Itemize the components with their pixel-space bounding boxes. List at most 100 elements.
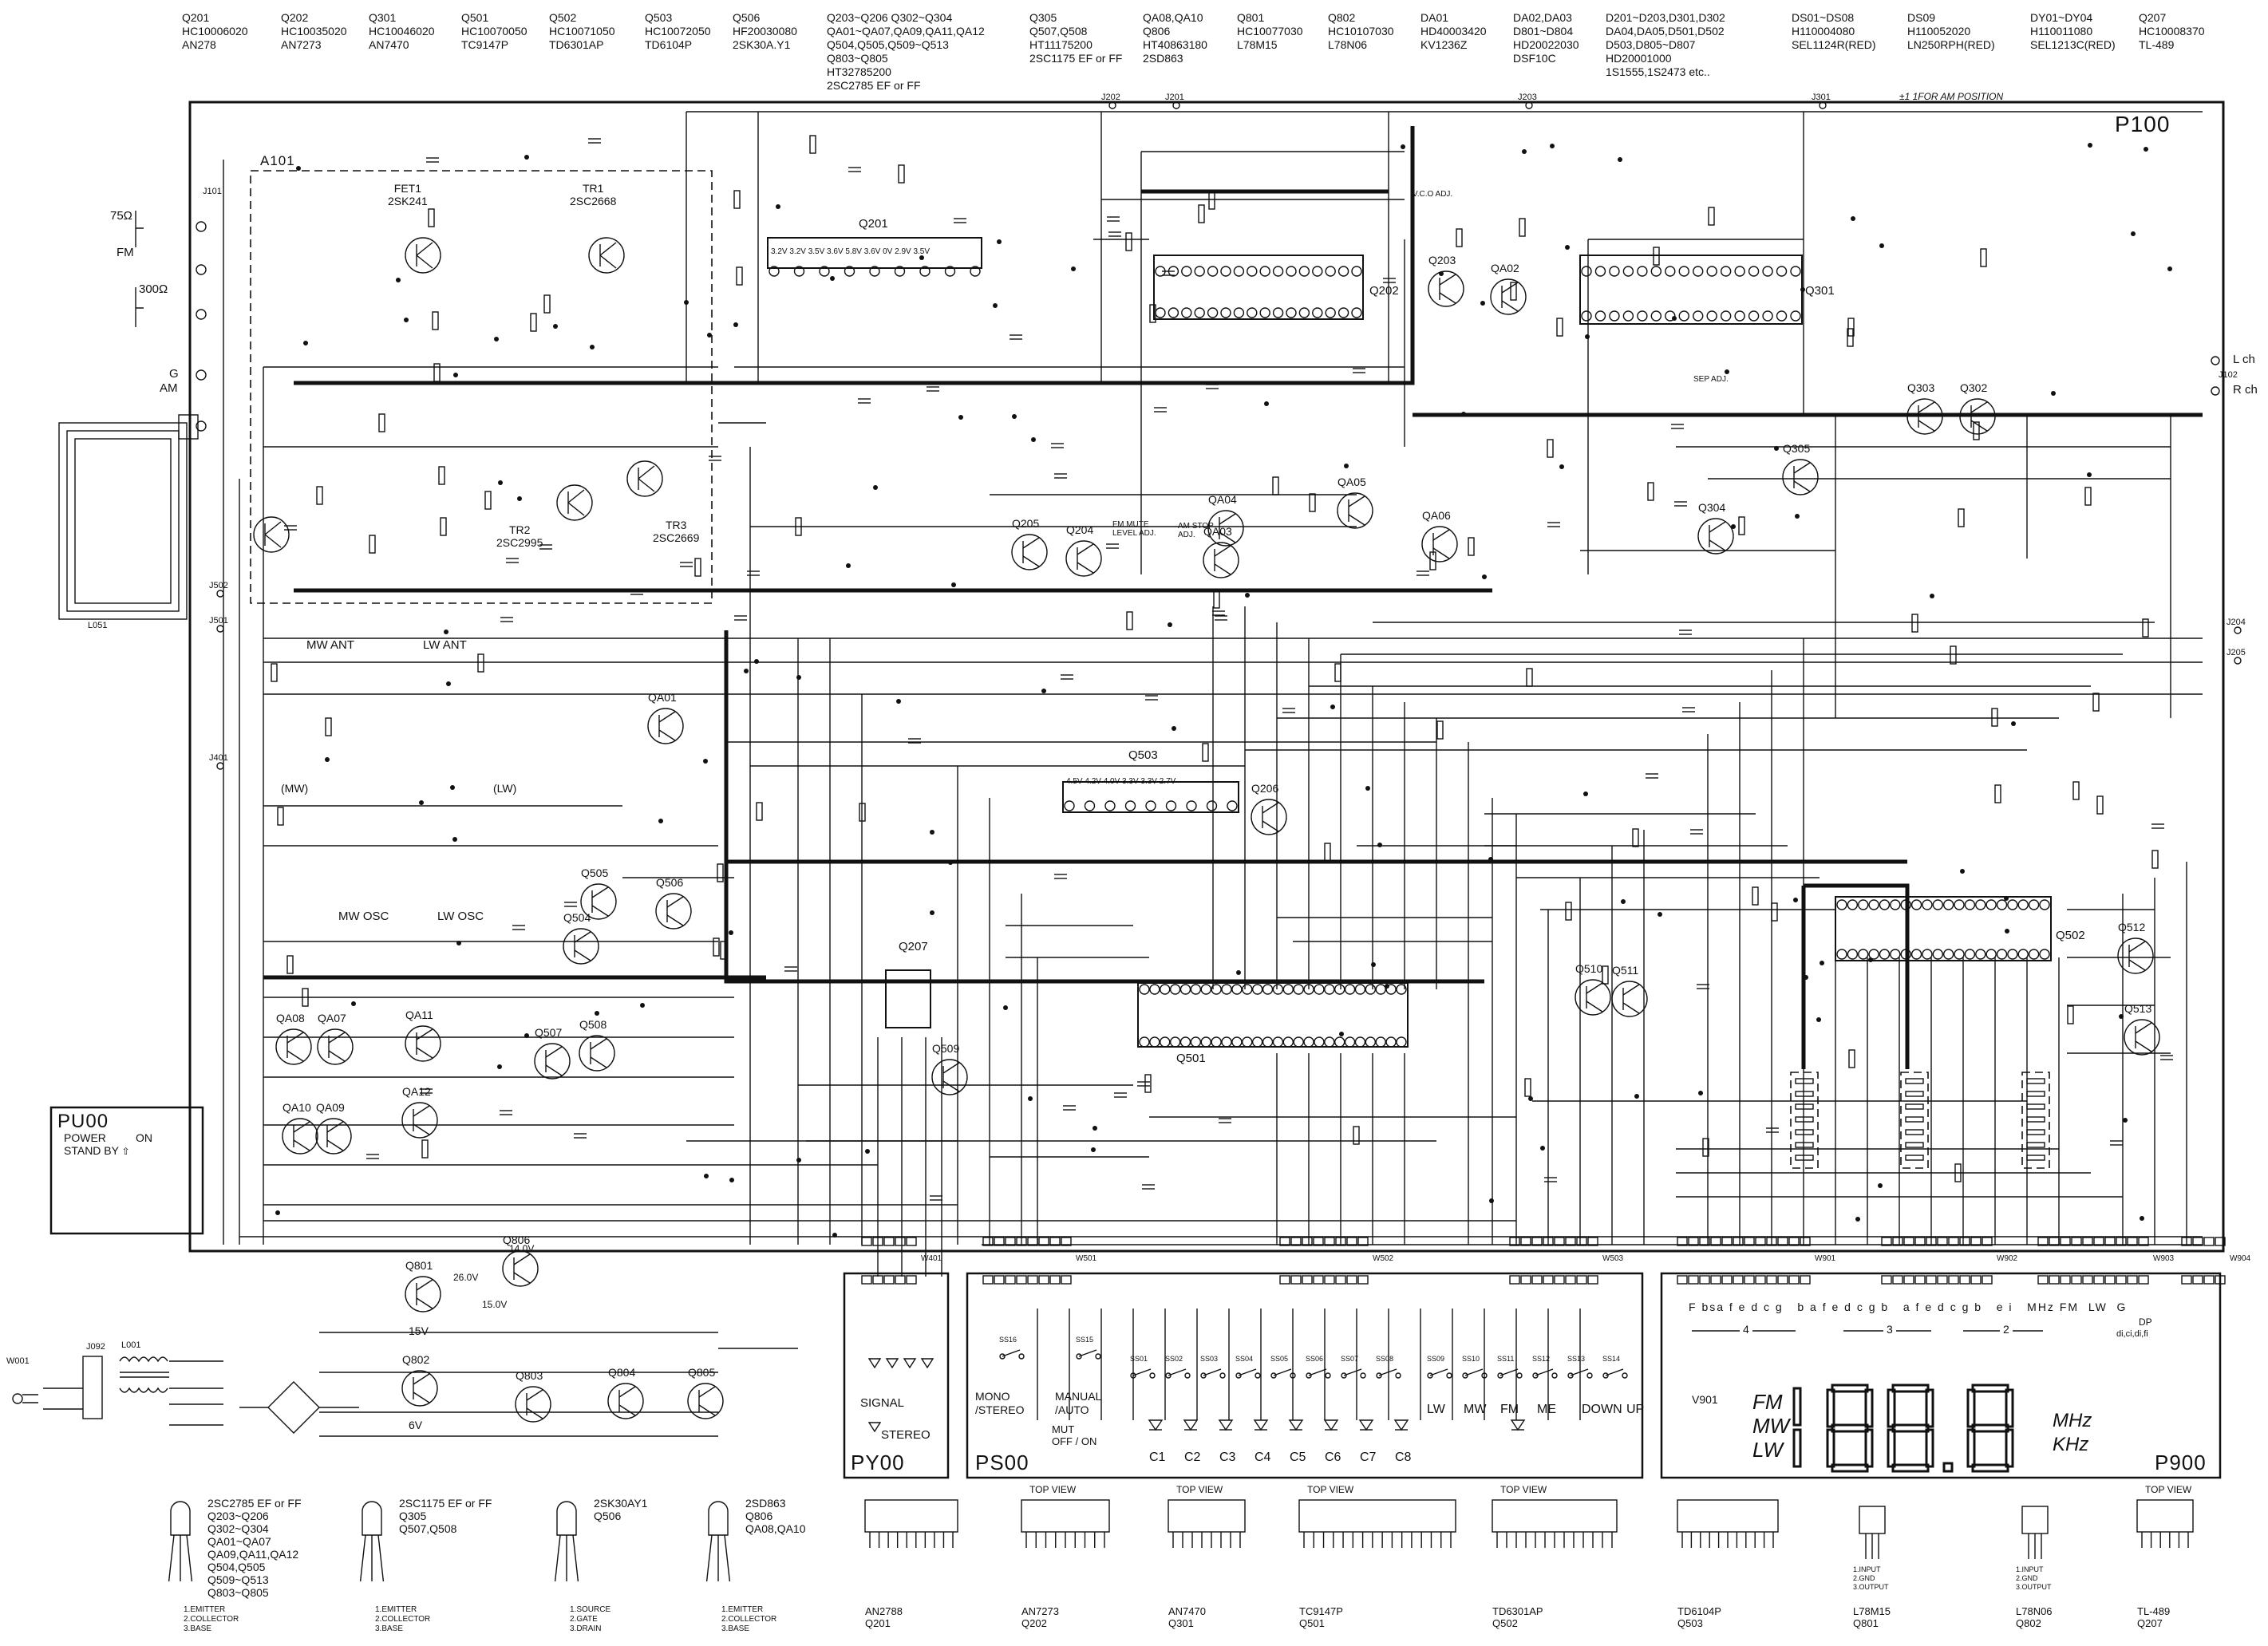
connector-W503-lower-4: [1554, 1275, 1565, 1285]
resistor-139: [1602, 965, 1609, 985]
junction-dot-22: [832, 1233, 837, 1237]
junction-dot-104: [704, 1174, 709, 1178]
junction-dot-94: [1550, 144, 1555, 148]
am-position-note: ±1 1FOR AM POSITION: [1899, 91, 2004, 102]
package-pkg4-body: [708, 1501, 729, 1536]
junction-dot-80: [2144, 147, 2148, 152]
package-pkg2-lead-2: [377, 1534, 385, 1582]
pu00-board-outline: [49, 1106, 204, 1235]
q501-top-pin-1: [1139, 984, 1150, 995]
junction-dot-117: [456, 941, 461, 945]
ic-q301-label: Q301: [1805, 284, 1835, 298]
resistor-network-0-r3: [1795, 1116, 1814, 1123]
front-end-transistor-3: [626, 460, 663, 497]
transistor-q305-emitter: [1793, 480, 1811, 492]
q502-top-pin-6: [1890, 899, 1901, 910]
q501-bottom-pin-15: [1282, 1036, 1294, 1048]
switch-ss05-contact: [1290, 1372, 1296, 1379]
connector-W901-lower-1: [1688, 1275, 1699, 1285]
connector-W901-upper-7: [1755, 1237, 1766, 1246]
transistor-q505-emitter: [591, 905, 609, 917]
connector-W902-lower-1: [1892, 1275, 1903, 1285]
resistor-76: [898, 164, 905, 184]
transistor-label-q805: Q805: [688, 1366, 716, 1379]
header-part-q301: Q301 HC10046020 AN7470: [369, 11, 435, 51]
resistor-network-1-r5: [1905, 1142, 1924, 1148]
switch-ss09-contact: [1446, 1372, 1452, 1379]
q502-top-pin-2: [1847, 899, 1859, 910]
loop-antenna: [58, 422, 188, 620]
q501-top-pin-25: [1385, 984, 1397, 995]
connector-W901-lower-3: [1710, 1275, 1721, 1285]
connector-W501-upper-0: [982, 1237, 994, 1246]
digit1-seg-a: [1831, 1384, 1869, 1393]
q502-bottom-pin-8: [1910, 949, 1922, 960]
transistor-label-qa03: QA03: [1203, 525, 1232, 538]
q503-pin-6: [1165, 800, 1177, 811]
antenna-l051: L051: [88, 621, 108, 630]
transistor-q205: [1011, 534, 1048, 570]
transistor-label-q801: Q801: [405, 1259, 433, 1272]
transistor-q203-collector: [1439, 274, 1456, 286]
connector-W501-lower-0: [982, 1275, 994, 1285]
junction-dot-60: [919, 255, 924, 260]
p900-board-outline: [1660, 1272, 2222, 1479]
front-end-transistor-4-collector: [264, 521, 282, 535]
connector-W903-lower-7: [2116, 1275, 2127, 1285]
connector-W902-upper-5: [1937, 1237, 1948, 1246]
jack-j101: J101: [203, 187, 222, 196]
resistor-68: [2092, 693, 2100, 712]
junction-dot-101: [494, 337, 499, 341]
junction-dot-114: [1245, 593, 1250, 598]
connector-W903-upper-6: [2104, 1237, 2116, 1246]
q202-top-pin-7: [1233, 266, 1245, 277]
function-label-up: UP: [1626, 1403, 1645, 1416]
jack-label-j204: J204: [2227, 618, 2246, 627]
connector-W503-lower-0: [1509, 1275, 1520, 1285]
connector-W902-lower-6: [1948, 1275, 1959, 1285]
ic-package-tl489-view: TOP VIEW: [2145, 1484, 2192, 1495]
ic-package-an7470-body: [1168, 1499, 1246, 1533]
connector-W501-upper-1: [994, 1237, 1005, 1246]
switch-ss04-contact: [1255, 1372, 1261, 1379]
connector-W502-lower-7: [1357, 1275, 1369, 1285]
q202-bottom-pin-6: [1220, 307, 1231, 318]
switch-ss15-lever: [1078, 1349, 1097, 1357]
led-ds01: [1148, 1419, 1164, 1431]
digit0-seg-c: [1792, 1428, 1802, 1468]
transistor-label-q510: Q510: [1575, 962, 1603, 975]
led-ds08: [1393, 1419, 1409, 1431]
connector-W401-lower-4: [906, 1275, 917, 1285]
switch-ss08-lever: [1378, 1368, 1397, 1376]
connector-W904-upper-1: [2192, 1237, 2203, 1246]
junction-dot-54: [1168, 622, 1172, 627]
ic-q207-label: Q207: [899, 940, 928, 953]
transistor-qa07-emitter: [328, 1050, 346, 1062]
connector-W901-upper-9: [1777, 1237, 1788, 1246]
front-end-transistor-2: [556, 484, 593, 521]
junction-dot-76: [1371, 962, 1376, 967]
switch-ss01-lever: [1132, 1368, 1152, 1376]
q301-bottom-pin-3: [1609, 310, 1620, 322]
resistor-72: [1847, 328, 1854, 347]
resistor-124: [484, 491, 492, 510]
q301-bottom-pin-4: [1622, 310, 1634, 322]
transistor-q513: [2124, 1019, 2160, 1056]
ic-package-tl489-name: TL-489 Q207: [2137, 1605, 2171, 1629]
resistor-network-2-r2: [2026, 1103, 2045, 1110]
transistor-label-qa11: QA11: [405, 1009, 433, 1021]
junction-dot-61: [1585, 334, 1590, 339]
q301-bottom-pin-7: [1665, 310, 1676, 322]
connector-label-w501: W501: [1076, 1254, 1097, 1263]
transistor-q505: [580, 883, 617, 920]
transistor-q510-emitter: [1586, 1001, 1603, 1012]
transistor-qa12-collector: [413, 1105, 430, 1117]
resistor-4: [1519, 218, 1526, 237]
package-pkg4-lead-0: [705, 1534, 713, 1582]
resistor-15: [1950, 645, 1957, 665]
header-part-d201: D201~D203,D301,D302 DA04,DA05,D501,D502 …: [1606, 11, 1725, 78]
junction-dot-69: [2011, 721, 2016, 726]
connector-W501-lower-2: [1005, 1275, 1016, 1285]
junction-dot-52: [351, 1001, 356, 1006]
q202-bottom-pin-5: [1207, 307, 1219, 318]
